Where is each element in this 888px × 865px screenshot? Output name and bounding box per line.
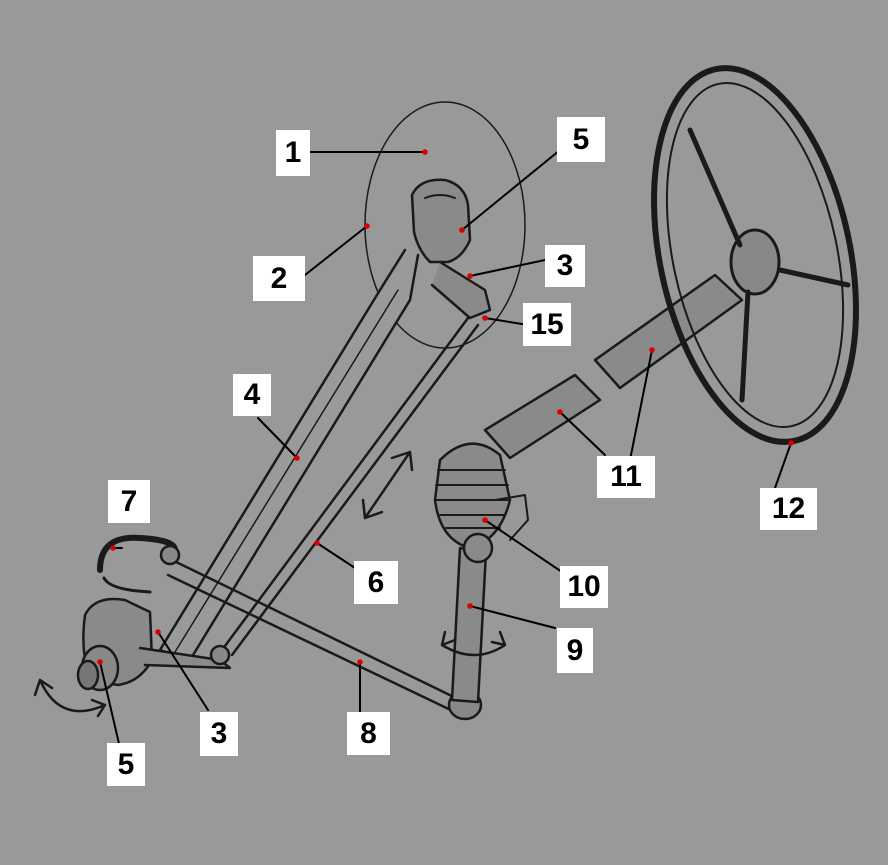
steering-column-upper — [593, 273, 744, 390]
label-3-upper: 3 — [545, 245, 585, 287]
steering-column-lower — [483, 373, 602, 460]
label-15: 15 — [523, 303, 571, 346]
track-rod — [230, 323, 480, 657]
label-5-upper: 5 — [557, 117, 605, 162]
steering-wheel — [651, 65, 859, 445]
arrow-track-rod — [361, 450, 414, 520]
label-4: 4 — [233, 374, 271, 416]
label-2: 2 — [253, 256, 305, 301]
label-6: 6 — [354, 561, 398, 604]
label-7: 7 — [108, 480, 150, 523]
upper-knuckle — [410, 178, 472, 264]
drag-link — [170, 558, 462, 702]
label-8: 8 — [347, 712, 390, 755]
label-11: 11 — [597, 456, 655, 498]
label-9: 9 — [557, 628, 593, 673]
steering-gear-sector — [433, 442, 529, 564]
label-5-lower: 5 — [107, 743, 145, 786]
motion-arrows — [33, 450, 507, 718]
label-12: 12 — [760, 488, 817, 530]
upper-steering-arm — [430, 260, 492, 320]
label-1: 1 — [276, 130, 310, 176]
arrow-pitman — [440, 630, 507, 657]
pitman-arm — [450, 546, 488, 704]
label-10: 10 — [560, 566, 608, 608]
arrow-knuckle — [33, 678, 107, 718]
marker-dots — [97, 149, 794, 665]
label-3-lower: 3 — [200, 712, 238, 756]
